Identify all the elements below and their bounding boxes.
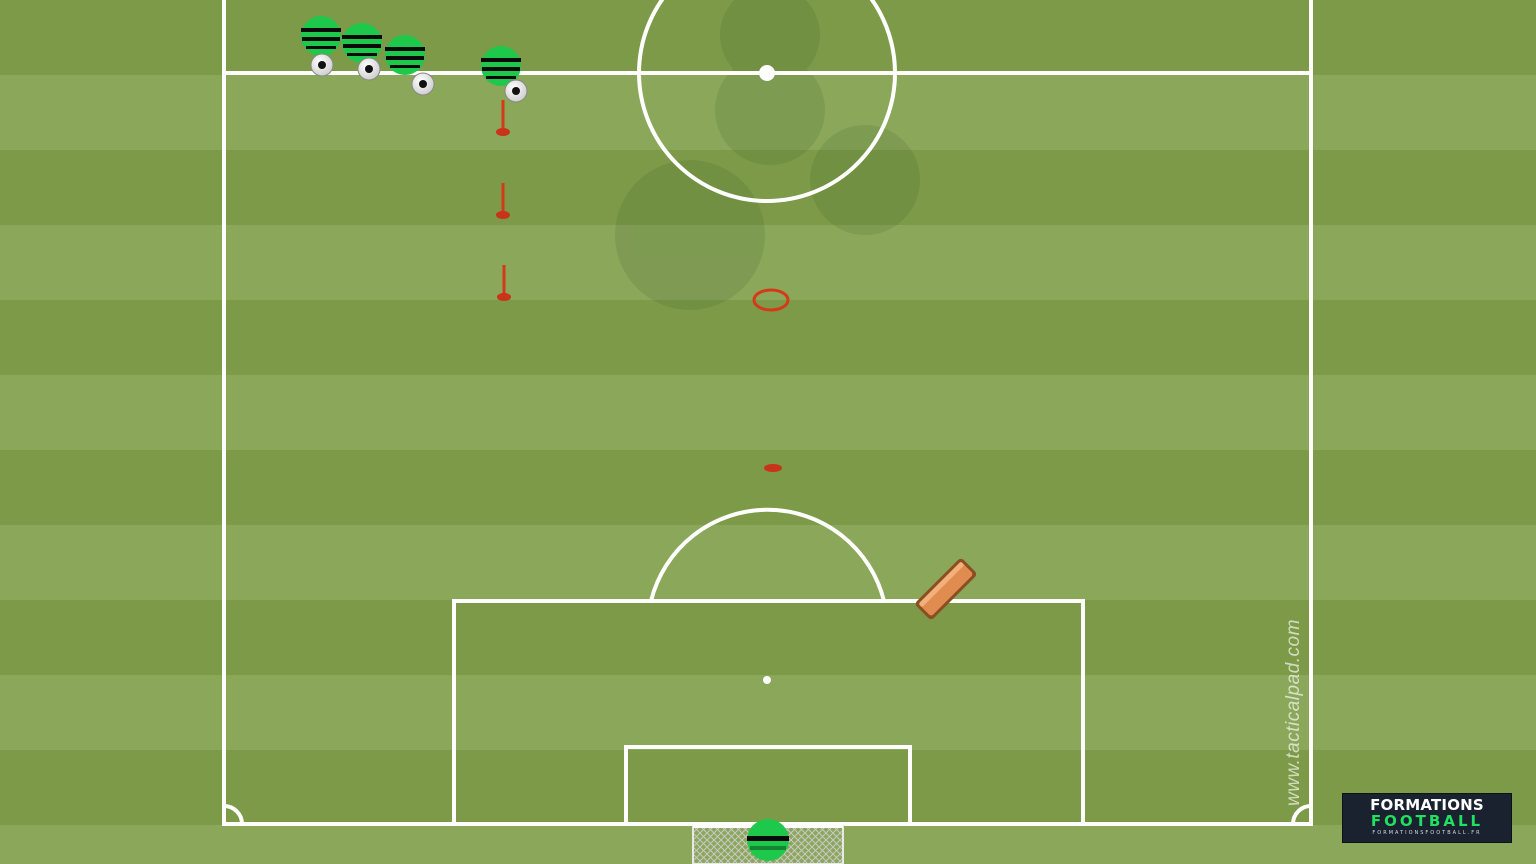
slalom-pole [496, 183, 510, 219]
attacker-player [342, 23, 382, 63]
penalty-arc [649, 507, 886, 602]
slalom-pole [497, 265, 511, 301]
watermark-text: www.tacticalpad.com [1283, 619, 1304, 806]
logo-title: FORMATIONS [1370, 796, 1484, 814]
logo-url: FORMATIONSFOOTBALL.FR [1372, 830, 1482, 836]
attacker-player [481, 46, 521, 86]
football-icon [504, 79, 528, 103]
football-icon [310, 53, 334, 77]
agility-ring [752, 288, 790, 312]
football-icon [357, 57, 381, 81]
corner-arc-right [1291, 804, 1312, 825]
rebounder-board [915, 558, 977, 620]
slalom-pole [496, 100, 510, 136]
attacker-player [301, 16, 341, 56]
goalkeeper-player [747, 819, 789, 861]
corner-arc-left [223, 804, 244, 825]
football-icon [411, 72, 435, 96]
logo-subtitle: FOOTBALL [1370, 812, 1484, 830]
background-emblem [615, 0, 920, 310]
penalty-spot [763, 676, 771, 684]
centre-spot [759, 65, 775, 81]
flat-cone-marker [764, 464, 782, 472]
centre-circle [637, 0, 897, 203]
brand-logo: FORMATIONS FOOTBALL FORMATIONSFOOTBALL.F… [1342, 793, 1512, 843]
attacker-player [385, 35, 425, 75]
